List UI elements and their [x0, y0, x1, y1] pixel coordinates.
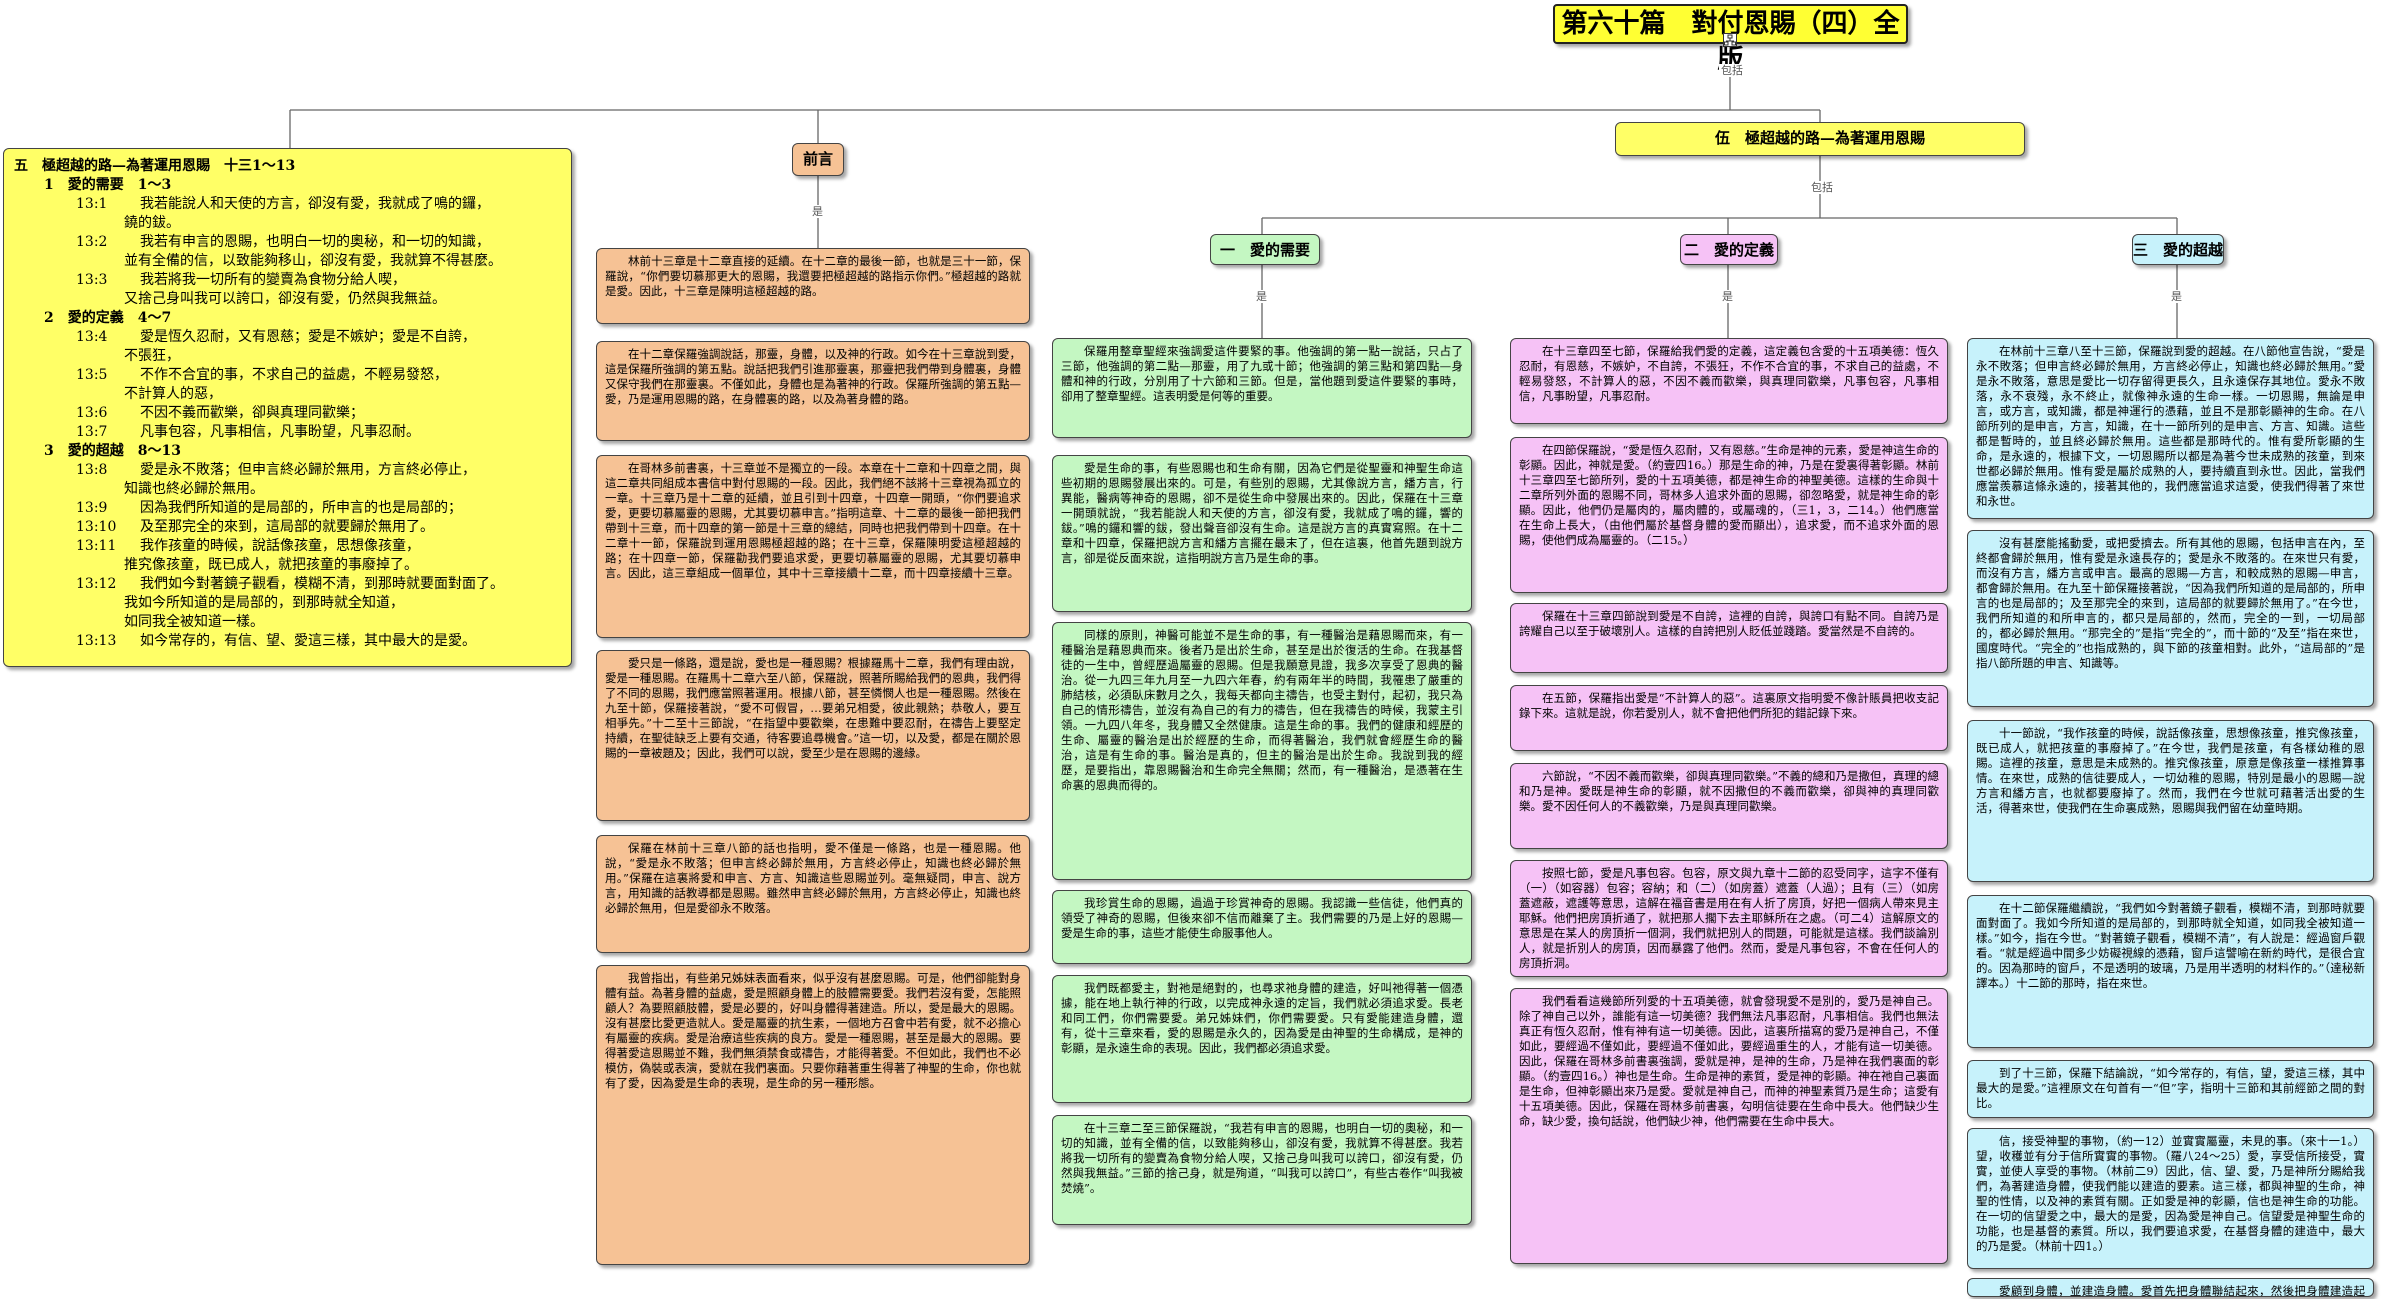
- verse-number: 13:1: [76, 196, 108, 212]
- connector-label-section-2: 是: [1720, 290, 1735, 303]
- section-node-excellence-of-love[interactable]: 三 愛的超越: [2132, 234, 2224, 265]
- paragraph-node[interactable]: 同樣的原則，神醫可能並不是生命的事，有一種醫治是藉恩賜而來，有一種醫治是藉恩典而…: [1052, 622, 1472, 880]
- outline-verse-row: 13:9 因為我們所知道的是局部的，所申言的也是局部的；: [14, 499, 561, 518]
- outline-verse-row: 13:4 愛是恆久忍耐，又有恩慈；愛是不嫉妒；愛是不自誇，: [14, 328, 561, 347]
- paragraph-node[interactable]: 在林前十三章八至十三節，保羅說到愛的超越。在八節他宣告說，“愛是永不敗落；但申言…: [1967, 338, 2374, 519]
- verse-text: 我若將我一切所有的變賣為食物分給人喫，: [140, 272, 406, 288]
- paragraph-node[interactable]: 六節說，“不因不義而歡樂，卻與真理同歡樂。”不義的總和乃是撒但，真理的總和乃是神…: [1510, 763, 1948, 849]
- outline-verse-row: 13:5 不作不合宜的事，不求自己的益處，不輕易發怒，: [14, 366, 561, 385]
- paragraph-node[interactable]: 保羅在林前十三章八節的話也指明，愛不僅是一條路，也是一種恩賜。他說，“愛是永不敗…: [596, 835, 1030, 953]
- verse-continuation: 又捨己身叫我可以誇口，卻沒有愛，仍然與我無益。: [124, 291, 446, 307]
- outline-subheading: 2 愛的定義 4～7: [44, 310, 172, 326]
- verse-text: 因為我們所知道的是局部的，所申言的也是局部的；: [140, 500, 462, 516]
- verse-continuation: 並有全備的信，以致能夠移山，卻沒有愛，我就算不得甚麼。: [124, 253, 502, 269]
- connector-label-branch: 包括: [1809, 181, 1835, 194]
- verse-text: 我若能說人和天使的方言，卻沒有愛，我就成了鳴的鑼，: [140, 196, 490, 212]
- verse-number: 13:9: [76, 500, 108, 516]
- paragraph-node[interactable]: 我曾指出，有些弟兄姊妹表面看來，似乎沒有甚麼恩賜。可是，他們卻能對身體有益。為著…: [596, 965, 1030, 1265]
- verse-text: 如今常存的，有信、望、愛這三樣，其中最大的是愛。: [140, 633, 476, 649]
- paragraph-node[interactable]: 愛是生命的事，有些恩賜也和生命有關，因為它們是從聖靈和神聖生命這些初期的恩賜發展…: [1052, 455, 1472, 612]
- outline-verse-row: 13:7 凡事包容，凡事相信，凡事盼望，凡事忍耐。: [14, 423, 561, 442]
- outline-verse-row: 13:10 及至那完全的來到，這局部的就要歸於無用了。: [14, 518, 561, 537]
- paragraph-node[interactable]: 我珍賞生命的恩賜，過過于珍賞神奇的恩賜。我認識一些信徒，他們真的領受了神奇的恩賜…: [1052, 890, 1472, 964]
- verse-text: 我作孩童的時候，說話像孩童，思想像孩童，: [140, 538, 420, 554]
- outline-subheading: 1 愛的需要 1～3: [44, 177, 172, 193]
- verse-continuation: 知識也終必歸於無用。: [124, 481, 264, 497]
- verse-number: 13:5: [76, 367, 108, 383]
- connector-label-intro: 是: [810, 205, 825, 218]
- outline-verse-row: 13:1 我若能說人和天使的方言，卻沒有愛，我就成了鳴的鑼，: [14, 195, 561, 214]
- verse-continuation: 推究像孩童，既已成人，就把孩童的事廢掉了。: [124, 557, 418, 573]
- paragraph-node[interactable]: 按照七節，愛是凡事包容。包容，原文與九章十二節的忍受同字，這字不僅有（一）（如容…: [1510, 860, 1948, 977]
- paragraph-node[interactable]: 在五節，保羅指出愛是“不計算人的惡”。這裏原文指明愛不像計賬員把收支記錄下來。這…: [1510, 685, 1948, 751]
- section-node-need-of-love[interactable]: 一 愛的需要: [1210, 234, 1320, 265]
- outline-verse-row: 13:8 愛是永不敗落；但申言終必歸於無用，方言終必停止，: [14, 461, 561, 480]
- outline-verse-row: 13:6 不因不義而歡樂，卻與真理同歡樂；: [14, 404, 561, 423]
- connector-label-section-3: 是: [2169, 290, 2184, 303]
- paragraph-node[interactable]: 在哥林多前書裏，十三章並不是獨立的一段。本章在十二章和十四章之間，與這二章共同組…: [596, 455, 1030, 638]
- verse-number: 13:10: [76, 519, 117, 535]
- outline-heading: 五 極超越的路—為著運用恩賜 十三1～13: [14, 158, 296, 174]
- verse-continuation: 鐃的鈸。: [124, 215, 180, 231]
- outline-verse-row: 13:13 如今常存的，有信、望、愛這三樣，其中最大的是愛。: [14, 632, 561, 651]
- paragraph-node[interactable]: 在四節保羅說，“愛是恆久忍耐，又有恩慈。”生命是神的元素，愛是神這生命的彰顯。因…: [1510, 437, 1948, 593]
- paragraph-node[interactable]: 到了十三節，保羅下結論說，“如今常存的，有信，望，愛這三樣，其中最大的是愛。”這…: [1967, 1060, 2374, 1118]
- intro-node[interactable]: 前言: [792, 143, 844, 176]
- verse-text: 不作不合宜的事，不求自己的益處，不輕易發怒，: [140, 367, 448, 383]
- paragraph-node[interactable]: 在十三章四至七節，保羅給我們愛的定義，這定義包含愛的十五項美德：恆久忍耐，有恩慈…: [1510, 338, 1948, 424]
- paragraph-node[interactable]: 愛只是一條路，還是說，愛也是一種恩賜？根據羅馬十二章，我們有理由說，愛是一種恩賜…: [596, 650, 1030, 821]
- outline-subheading: 3 愛的超越 8～13: [44, 443, 181, 459]
- verse-continuation: 我如今所知道的是局部的，到那時就全知道，: [124, 595, 404, 611]
- outline-verse-row: 13:2 我若有申言的恩賜，也明白一切的奧秘，和一切的知識，: [14, 233, 561, 252]
- main-branch-node[interactable]: 伍 極超越的路—為著運用恩賜: [1615, 122, 2025, 156]
- paragraph-node[interactable]: 在十二章保羅強調說話，那靈，身體，以及神的行政。如今在十三章說到愛，這是保羅所強…: [596, 341, 1030, 441]
- paragraph-node[interactable]: 在十二節保羅繼續說，“我們如今對著鏡子觀看，模糊不清，到那時就要面對面了。我如今…: [1967, 895, 2374, 1048]
- outline-verse-row: 13:11 我作孩童的時候，說話像孩童，思想像孩童，: [14, 537, 561, 556]
- scripture-outline-node[interactable]: 五 極超越的路—為著運用恩賜 十三1～13 1 愛的需要 1～3 13:1 我若能說人…: [3, 148, 572, 667]
- mindmap-node-icon: [1723, 33, 1737, 47]
- verse-number: 13:13: [76, 633, 117, 649]
- paragraph-node[interactable]: 在十三章二至三節保羅說，“我若有申言的恩賜，也明白一切的奧秘，和一切的知識，並有…: [1052, 1115, 1472, 1225]
- verse-number: 13:6: [76, 405, 108, 421]
- paragraph-node[interactable]: 沒有甚麼能搖動愛，或把愛擠去。所有其他的恩賜，包括申言在內，至終都會歸於無用，惟…: [1967, 530, 2374, 707]
- verse-number: 13:12: [76, 576, 117, 592]
- verse-text: 我們如今對著鏡子觀看，模糊不清，到那時就要面對面了。: [140, 576, 504, 592]
- verse-continuation: 不張狂，: [124, 348, 180, 364]
- verse-continuation: 不計算人的惡，: [124, 386, 222, 402]
- verse-text: 我若有申言的恩賜，也明白一切的奧秘，和一切的知識，: [140, 234, 490, 250]
- verse-number: 13:8: [76, 462, 108, 478]
- verse-number: 13:11: [76, 538, 117, 554]
- paragraph-node[interactable]: 保羅在十三章四節說到愛是不自誇，這裡的自誇，與誇口有點不同。自誇乃是誇耀自己以至…: [1510, 603, 1948, 673]
- paragraph-node[interactable]: 林前十三章是十二章直接的延續。在十二章的最後一節，也就是三十一節，保羅說，“你們…: [596, 248, 1030, 324]
- verse-text: 凡事包容，凡事相信，凡事盼望，凡事忍耐。: [140, 424, 420, 440]
- verse-continuation: 如同我全被知道一樣。: [124, 614, 264, 630]
- verse-text: 不因不義而歡樂，卻與真理同歡樂；: [140, 405, 364, 421]
- verse-number: 13:7: [76, 424, 108, 440]
- paragraph-node[interactable]: 我們既都愛主，對祂是絕對的，也尋求祂身體的建造，好叫祂得著一個憑據，能在地上執行…: [1052, 975, 1472, 1103]
- paragraph-node[interactable]: 保羅用整章聖經來強調愛這件要緊的事。他強調的第一點一說話，只占了三節，他強調的第…: [1052, 338, 1472, 438]
- verse-number: 13:2: [76, 234, 108, 250]
- outline-verse-row: 13:12 我們如今對著鏡子觀看，模糊不清，到那時就要面對面了。: [14, 575, 561, 594]
- verse-text: 及至那完全的來到，這局部的就要歸於無用了。: [140, 519, 434, 535]
- outline-verse-row: 13:3 我若將我一切所有的變賣為食物分給人喫，: [14, 271, 561, 290]
- paragraph-node[interactable]: 十一節說，“我作孩童的時候，說話像孩童，思想像孩童，推究像孩童，既已成人，就把孩…: [1967, 720, 2374, 882]
- connector-label-root: 包括: [1719, 64, 1745, 77]
- paragraph-node[interactable]: 我們看看這幾節所列愛的十五項美德，就會發現愛不是別的，愛乃是神自己。除了神自己以…: [1510, 988, 1948, 1264]
- verse-text: 愛是永不敗落；但申言終必歸於無用，方言終必停止，: [140, 462, 476, 478]
- connector-label-section-1: 是: [1254, 290, 1269, 303]
- verse-number: 13:3: [76, 272, 108, 288]
- verse-text: 愛是恆久忍耐，又有恩慈；愛是不嫉妒；愛是不自誇，: [140, 329, 476, 345]
- section-node-definition-of-love[interactable]: 二 愛的定義: [1680, 234, 1778, 265]
- paragraph-node[interactable]: 愛顧到身體，並建造身體。愛首先把身體聯結起來，然後把身體建造起來。因此，我們專注…: [1967, 1278, 2374, 1297]
- paragraph-node[interactable]: 信，接受神聖的事物，（約一12）並實實屬靈，未見的事。（來十一1。）望，收穫並有…: [1967, 1128, 2374, 1269]
- verse-number: 13:4: [76, 329, 108, 345]
